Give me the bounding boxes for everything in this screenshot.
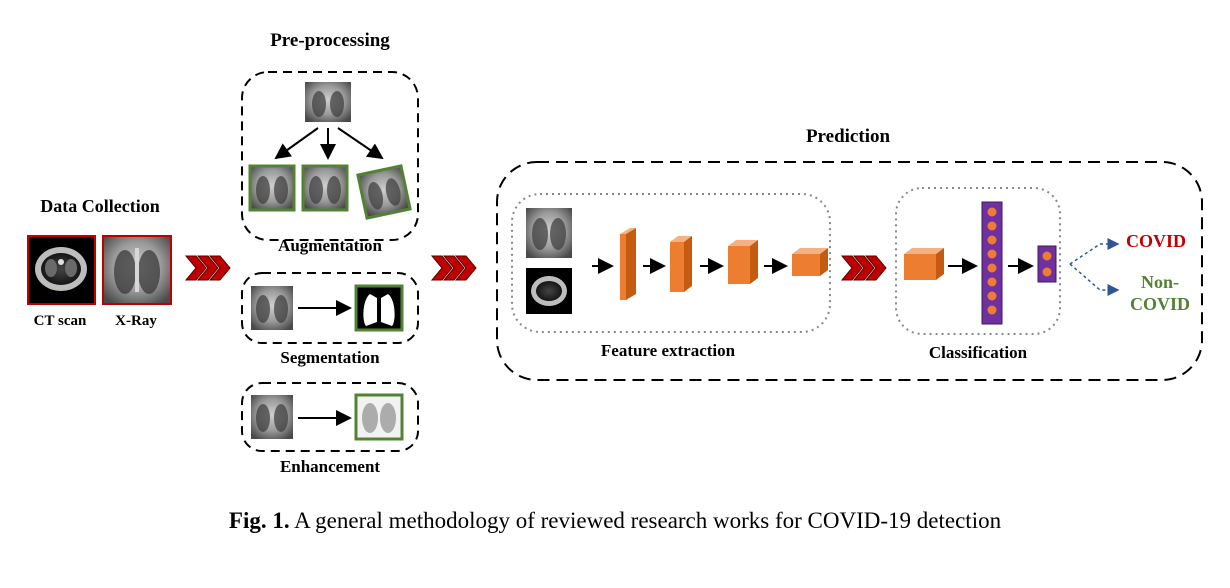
chevron-arrow-icon [430,255,477,281]
enhancement-box [241,382,419,452]
fe-xray-input [526,208,572,258]
data-collection-title: Data Collection [40,196,159,216]
chevron-arrow-icon [184,255,231,281]
prediction-title: Prediction [806,126,891,147]
feature-map-block [904,248,944,280]
x-ray-image [102,235,172,305]
figure-caption: Fig. 1. A general methodology of reviewe… [229,508,1002,533]
feature-extraction-label: Feature extraction [601,341,736,360]
enhanced-xray-image [354,393,404,441]
augmented-xray-1 [248,164,296,212]
augmentation-arrows [274,127,384,160]
conv-block-2 [670,236,692,292]
non-covid-output-label-line2: COVID [1130,294,1190,314]
ct-scan-image [27,235,96,305]
covid-output-label: COVID [1126,231,1186,251]
ct-scan-label: CT scan [34,313,87,329]
conv-block-4 [792,248,828,276]
segmentation-mask-image [354,284,404,332]
prediction-box [496,161,1203,381]
classification-box [895,187,1061,335]
chevron-arrow-icon [840,255,887,281]
non-covid-output-label-line1: Non- [1141,272,1179,292]
figure-caption-text: A general methodology of reviewed resear… [290,508,1002,533]
figure-caption-label: Fig. 1. [229,508,290,533]
fe-ct-input [526,268,572,314]
preprocessing-title: Pre-processing [270,30,390,51]
augmented-xray-2 [301,164,349,212]
augmentation-source-xray [305,82,351,122]
x-ray-label: X-Ray [115,313,157,329]
output-layer [1037,245,1057,283]
conv-block-3 [728,240,758,284]
augmentation-label: Augmentation [278,236,382,255]
conv-block-1 [620,228,636,300]
output-arrows [1069,238,1120,296]
classification-label: Classification [929,343,1028,362]
segmentation-input-xray [251,286,293,330]
segmentation-box [241,272,419,344]
fully-connected-layer [981,201,1003,325]
augmentation-box [241,71,419,241]
augmented-xray-3-rotated [356,164,412,220]
segmentation-label: Segmentation [280,348,380,367]
enhancement-input-xray [251,395,293,439]
enhancement-label: Enhancement [280,457,380,476]
